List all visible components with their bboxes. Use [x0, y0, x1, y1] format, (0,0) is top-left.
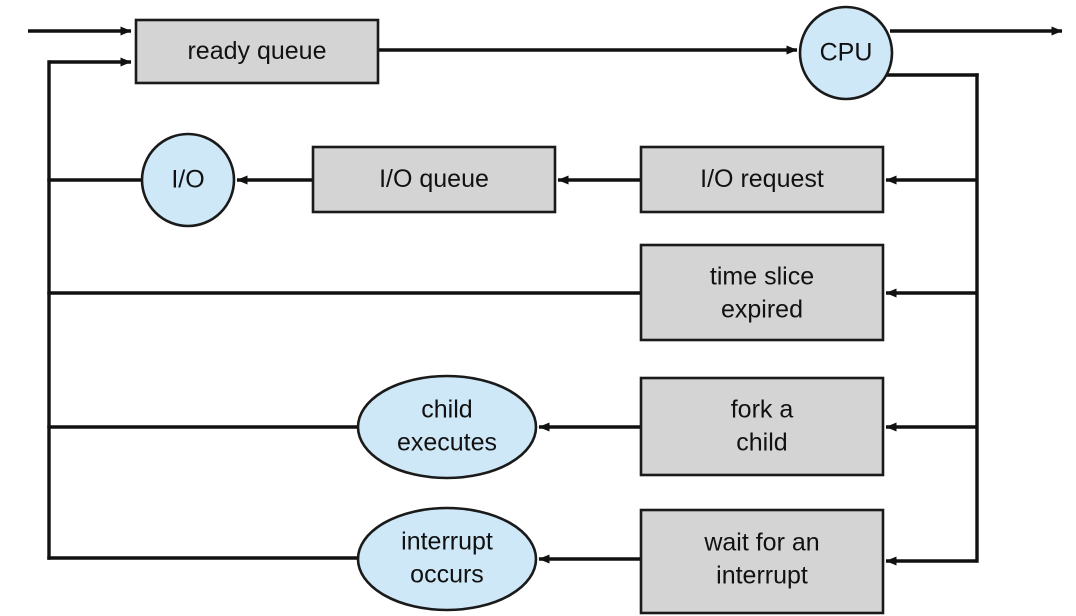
- node-interrupt-occurs[interactable]: interrupt occurs: [356, 506, 538, 612]
- io-request-label: I/O request: [700, 165, 824, 193]
- ready-queue-label: ready queue: [187, 37, 326, 65]
- node-time-slice-expired[interactable]: time slice expired: [639, 243, 885, 342]
- wait-for-an-interrupt-label-line1: wait for an: [703, 529, 819, 557]
- fork-a-child-label-line1: fork a: [731, 396, 794, 424]
- node-io[interactable]: I/O: [140, 132, 236, 228]
- node-ready-queue[interactable]: ready queue: [134, 18, 380, 85]
- io-queue-label: I/O queue: [379, 165, 489, 193]
- io-queue-box: [311, 145, 557, 214]
- interrupt-occurs-ellipse: [356, 506, 538, 612]
- io-label: I/O: [171, 166, 204, 194]
- fork-a-child-box: [639, 376, 885, 477]
- interrupt-occurs-label-line1: interrupt: [401, 528, 493, 556]
- ready-queue-box: [134, 18, 380, 85]
- node-fork-a-child[interactable]: fork a child: [639, 376, 885, 477]
- cpu-circle: [798, 5, 894, 101]
- io-request-box: [639, 145, 885, 214]
- child-executes-label-line1: child: [421, 396, 472, 424]
- node-wait-for-an-interrupt[interactable]: wait for an interrupt: [639, 508, 885, 615]
- time-slice-expired-label-line1: time slice: [710, 263, 814, 291]
- edge-layer: [28, 26, 1063, 566]
- io-circle: [140, 132, 236, 228]
- time-slice-expired-label-line2: expired: [721, 296, 803, 324]
- wait-for-an-interrupt-box: [639, 508, 885, 615]
- interrupt-occurs-label-line2: occurs: [410, 561, 484, 589]
- fork-a-child-label-line2: child: [736, 429, 787, 457]
- node-cpu[interactable]: CPU: [798, 5, 894, 101]
- node-io-queue[interactable]: I/O queue: [311, 145, 557, 214]
- child-executes-label-line2: executes: [397, 429, 497, 457]
- time-slice-expired-box: [639, 243, 885, 342]
- child-executes-ellipse: [356, 374, 538, 480]
- node-io-request[interactable]: I/O request: [639, 145, 885, 214]
- wait-for-an-interrupt-label-line2: interrupt: [716, 562, 808, 590]
- cpu-label: CPU: [820, 39, 873, 67]
- node-child-executes[interactable]: child executes: [356, 374, 538, 480]
